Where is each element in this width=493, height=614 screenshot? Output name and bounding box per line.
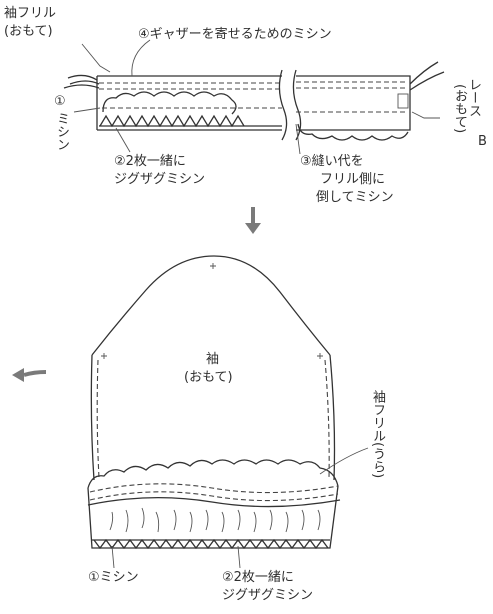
notch-mark-right	[317, 353, 323, 359]
down-arrow-icon	[245, 207, 261, 234]
sleeve-right-side	[329, 354, 336, 481]
notch-mark-left	[101, 353, 107, 359]
break-line-1	[278, 69, 288, 141]
sleeve-label-1: 袖	[206, 352, 220, 367]
thread-left-1	[67, 74, 98, 81]
sleeve-left-side	[90, 354, 95, 481]
top-seam-diagram	[63, 39, 445, 155]
gather-folds	[109, 507, 321, 533]
leader-step4	[131, 39, 151, 77]
step1-label-bottom: ①ミシン	[88, 570, 139, 585]
sleeve-diagram	[87, 255, 369, 569]
lace-label-2: (おもて)	[452, 84, 467, 134]
step2-label-bottom-2: ジグザグミシン	[222, 588, 314, 603]
frill-outline	[97, 75, 411, 131]
frill-face-label-2: (おもて)	[4, 24, 53, 39]
lace-scallop-left	[102, 91, 237, 115]
step3-label-3: 倒してミシン	[316, 190, 394, 205]
frill-back-label: 袖フリル(うら)	[370, 390, 385, 479]
step3-label-2: フリル側に	[320, 172, 386, 187]
frill-body	[87, 485, 339, 549]
notch-mark-top	[210, 263, 216, 269]
zigzag-stitch-bottom	[93, 538, 329, 550]
step2-label-bottom-1: ②2枚一緒に	[222, 570, 294, 585]
step2-label-top-1: ②2枚一緒に	[114, 154, 186, 169]
frill-scallop-top	[87, 459, 339, 489]
break-line-2	[292, 69, 302, 141]
lace-label-1: レース	[466, 78, 481, 117]
sleeve-label-2: (おもて)	[184, 370, 233, 385]
step2-label-top-2: ジグザグミシン	[114, 172, 206, 187]
sleeve-cap	[91, 255, 331, 356]
thread-right-1	[409, 61, 439, 85]
step1-text-top: ミシン	[54, 112, 69, 151]
leader-frill	[81, 43, 111, 73]
frill-face-label-1: 袖フリル	[4, 6, 57, 21]
lace-end-box	[397, 93, 409, 109]
zigzag-stitch-top	[99, 114, 245, 128]
step3-label-1: ③縫い代を	[300, 154, 364, 169]
frill-fold-line	[87, 497, 341, 508]
leader-frill-back	[319, 447, 369, 475]
lace-cut-label: B	[478, 134, 487, 149]
step4-label: ④ギャザーを寄せるためのミシン	[138, 27, 332, 42]
step1-num-top: ①	[54, 94, 66, 109]
lace-scallop-right	[297, 123, 409, 141]
left-arrow-icon	[12, 368, 47, 382]
